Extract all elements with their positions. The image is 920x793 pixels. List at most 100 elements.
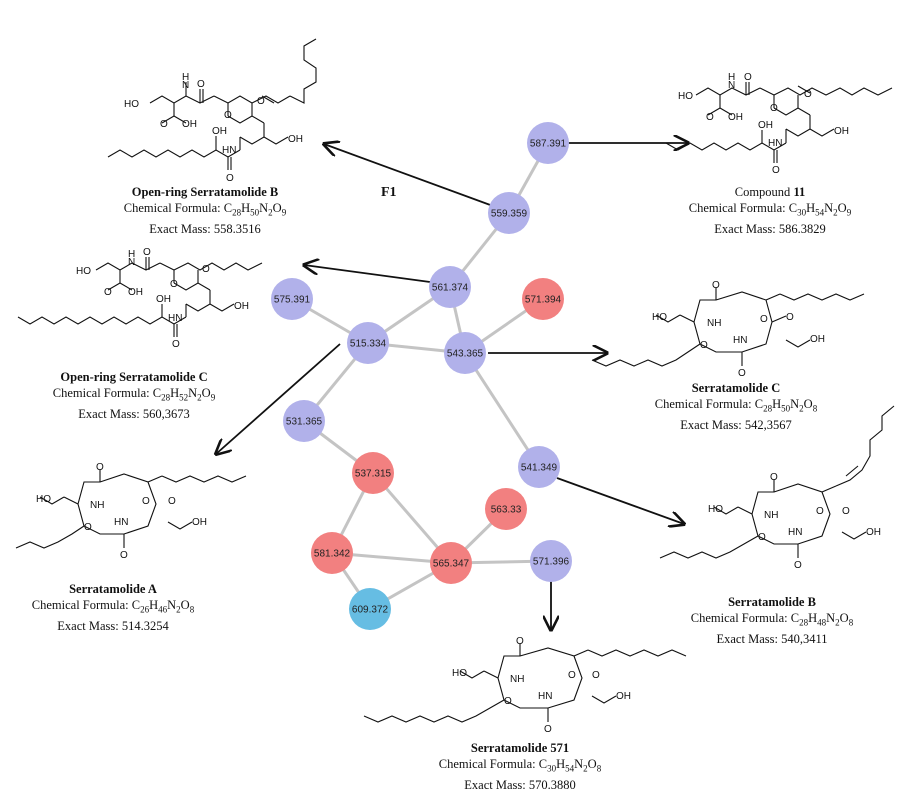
svg-text:O: O	[568, 670, 576, 681]
network-node: 563.33	[485, 488, 527, 530]
arrow-559-to-open-ring-b	[324, 144, 494, 207]
svg-text:OH: OH	[866, 527, 881, 538]
node-label: 587.391	[530, 139, 567, 150]
svg-text:HN: HN	[168, 313, 182, 324]
node-label: 563.33	[491, 505, 522, 516]
atoms-serratamolide-c: O NH O HO O HN OH O O	[652, 280, 825, 379]
node-circle	[311, 532, 353, 574]
arrow-541-to-serratamolide-b	[556, 477, 684, 524]
node-label: 537.315	[355, 469, 392, 480]
svg-text:HN: HN	[538, 691, 552, 702]
node-label: 541.349	[521, 463, 558, 474]
network-node: 559.359	[488, 192, 530, 234]
svg-text:O: O	[120, 550, 128, 561]
svg-text:O: O	[816, 506, 824, 517]
caption-serratamolide-571: Serratamolide 571 Chemical Formula: C30H…	[420, 740, 620, 793]
compound-mass: Exact Mass: 570.3880	[464, 777, 576, 792]
svg-text:OH: OH	[128, 287, 143, 298]
svg-text:O: O	[544, 724, 552, 735]
svg-text:O: O	[712, 280, 720, 291]
network-node: 565.347	[430, 542, 472, 584]
svg-text:HN: HN	[114, 517, 128, 528]
node-circle	[444, 332, 486, 374]
svg-text:OH: OH	[234, 301, 249, 312]
formula-text: C30H54N2O8	[538, 757, 602, 774]
svg-text:O: O	[744, 72, 752, 83]
arrows	[216, 143, 688, 630]
svg-text:O: O	[700, 340, 708, 351]
atoms-serratamolide-a: O NH O HO O HN OH O O	[36, 462, 207, 561]
svg-text:O: O	[257, 96, 265, 107]
caption-open-ring-serratamolide-b: Open-ring Serratamolide B Chemical Formu…	[105, 184, 305, 237]
svg-text:O: O	[142, 496, 150, 507]
svg-text:O: O	[794, 560, 802, 571]
svg-text:H: H	[182, 72, 189, 83]
node-circle	[522, 278, 564, 320]
caption-compound-11: Compound 11 Chemical Formula: C30H54N2O9…	[670, 184, 870, 237]
svg-text:N: N	[182, 80, 189, 91]
svg-text:O: O	[842, 506, 850, 517]
atoms-serratamolide-b: O NH O HO O HN OH O O	[708, 472, 881, 571]
svg-text:HN: HN	[733, 335, 747, 346]
structure-serratamolide-571	[363, 644, 687, 723]
svg-text:O: O	[772, 165, 780, 176]
node-label: 571.394	[525, 295, 562, 306]
network-node: 531.365	[283, 400, 325, 442]
atoms-open-ring-serratamolide-c: HO H N O OH O O O OH HN OH O	[76, 247, 249, 350]
svg-text:HN: HN	[768, 138, 782, 149]
svg-text:O: O	[168, 496, 176, 507]
svg-text:O: O	[160, 119, 168, 130]
formula-text: C28H50N2O9	[223, 201, 287, 218]
svg-text:O: O	[760, 314, 768, 325]
compound-formula: Chemical Formula: C28H50N2O9	[123, 201, 287, 218]
atoms-serratamolide-571: O NH O HO O HN OH O O	[452, 636, 631, 735]
svg-text:HO: HO	[452, 668, 467, 679]
svg-text:HO: HO	[36, 494, 51, 505]
svg-text:OH: OH	[810, 334, 825, 345]
svg-text:O: O	[706, 112, 714, 123]
compound-title: Serratamolide C	[691, 381, 781, 395]
svg-text:O: O	[143, 247, 151, 258]
fragment-label-f1: F1	[381, 185, 397, 200]
formula-text: C28H48N2O8	[790, 611, 854, 628]
node-label: 571.396	[533, 557, 570, 568]
network-edge	[463, 352, 541, 468]
network-node: 571.394	[522, 278, 564, 320]
node-label: 561.374	[432, 283, 469, 294]
svg-text:NH: NH	[510, 674, 524, 685]
svg-text:O: O	[84, 522, 92, 533]
arrow-561-to-open-ring-c	[304, 265, 431, 283]
svg-text:OH: OH	[834, 126, 849, 137]
node-circle	[530, 540, 572, 582]
svg-text:NH: NH	[707, 318, 721, 329]
caption-serratamolide-a: Serratamolide A Chemical Formula: C26H46…	[13, 581, 213, 634]
svg-text:O: O	[770, 472, 778, 483]
node-label: 515.334	[350, 339, 387, 350]
formula-text: C28H52N2O9	[152, 386, 216, 403]
svg-text:O: O	[592, 670, 600, 681]
node-label: 559.359	[491, 209, 528, 220]
svg-text:OH: OH	[288, 134, 303, 145]
formula-text: C26H46N2O8	[131, 598, 195, 615]
svg-text:O: O	[786, 312, 794, 323]
compound-mass: Exact Mass: 540,3411	[716, 631, 828, 646]
node-circle	[429, 266, 471, 308]
svg-text:HO: HO	[652, 312, 667, 323]
atoms-compound-11: HO H N O OH O O O OH HN OH O	[678, 72, 849, 176]
node-circle	[485, 488, 527, 530]
compound-title: Compound 11	[734, 185, 806, 199]
compound-mass: Exact Mass: 560,3673	[78, 406, 190, 421]
network-node: 581.342	[311, 532, 353, 574]
compound-mass: Exact Mass: 586.3829	[714, 221, 826, 236]
svg-text:HN: HN	[788, 527, 802, 538]
svg-text:H: H	[728, 72, 735, 83]
compound-title: Serratamolide A	[69, 582, 157, 596]
svg-text:OH: OH	[192, 517, 207, 528]
node-circle	[352, 452, 394, 494]
node-label: 565.347	[433, 559, 470, 570]
structure-serratamolide-a	[15, 470, 247, 549]
svg-text:OH: OH	[182, 119, 197, 130]
svg-text:OH: OH	[212, 126, 227, 137]
svg-text:O: O	[738, 368, 746, 379]
